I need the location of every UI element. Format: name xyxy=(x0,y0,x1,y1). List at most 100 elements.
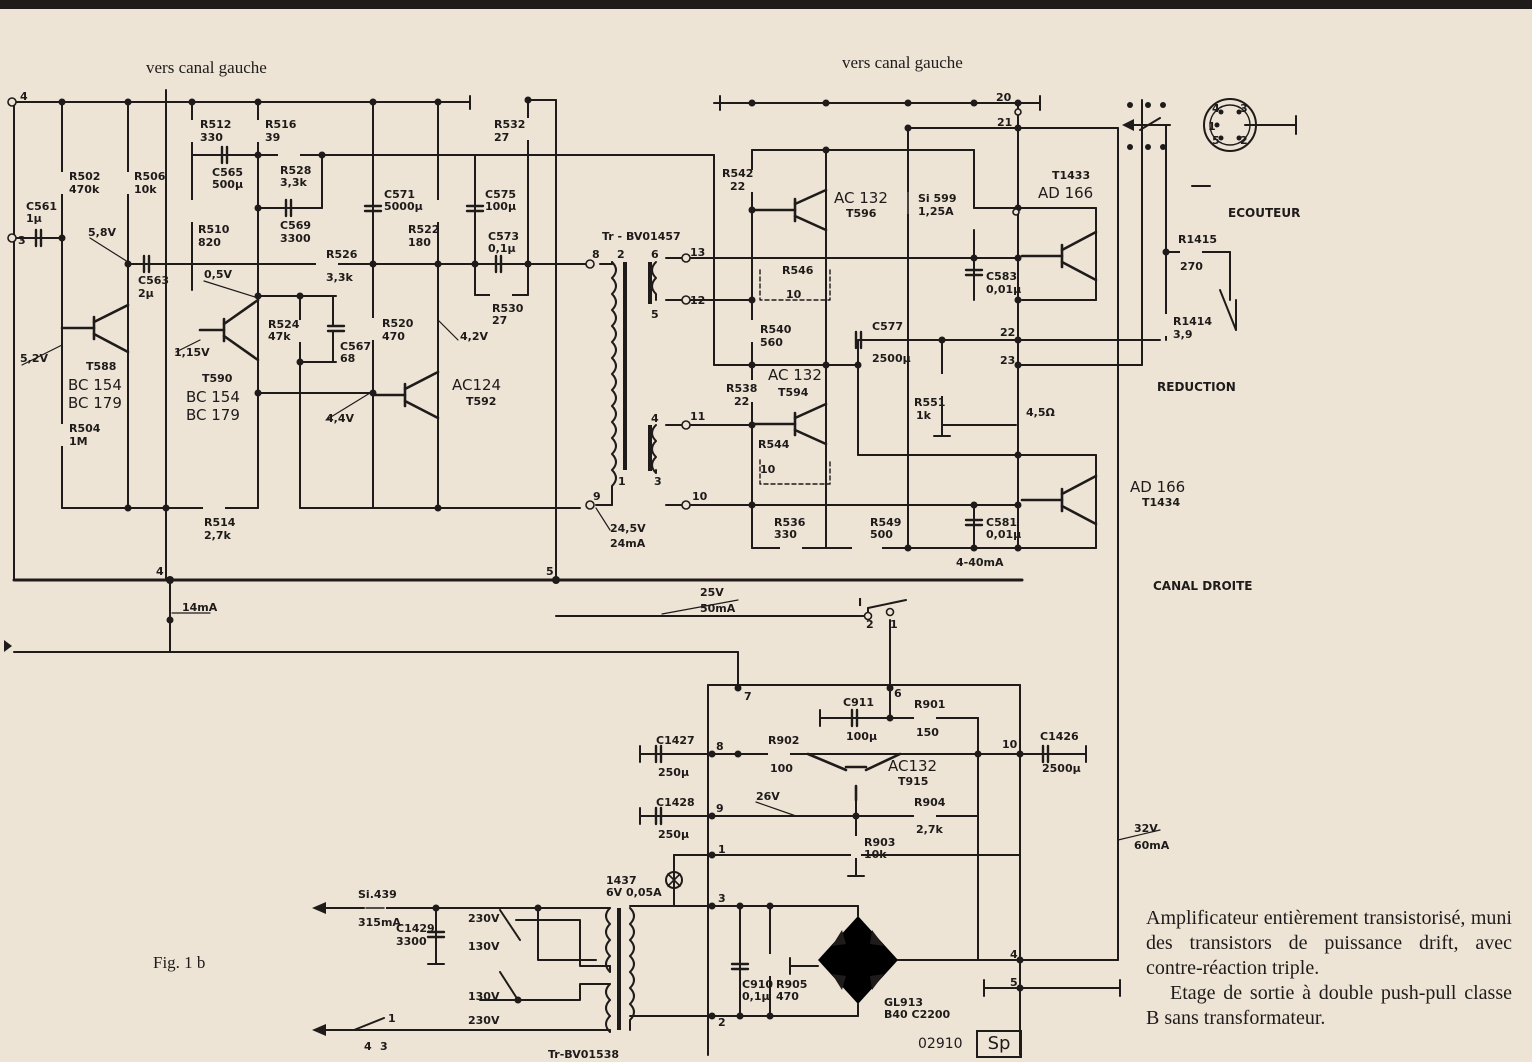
svg-text:BC 154: BC 154 xyxy=(68,376,122,394)
svg-text:1: 1 xyxy=(1208,120,1216,133)
svg-text:BC 154: BC 154 xyxy=(186,388,240,406)
svg-text:C1426: C1426 xyxy=(1040,730,1079,743)
svg-text:60mA: 60mA xyxy=(1134,839,1170,852)
svg-text:4: 4 xyxy=(1212,102,1220,115)
svg-text:4,4V: 4,4V xyxy=(326,412,354,425)
svg-text:10k: 10k xyxy=(864,848,887,861)
svg-text:39: 39 xyxy=(265,131,280,144)
heading-right-channel: vers canal gauche xyxy=(842,53,963,72)
svg-text:330: 330 xyxy=(774,528,797,541)
svg-text:1k: 1k xyxy=(916,409,932,422)
svg-text:5000μ: 5000μ xyxy=(384,200,423,213)
heading-left-channel: vers canal gauche xyxy=(146,58,267,77)
svg-text:9: 9 xyxy=(716,802,724,815)
svg-text:4: 4 xyxy=(156,565,164,578)
svg-text:47k: 47k xyxy=(268,330,291,343)
svg-text:C561: C561 xyxy=(26,200,57,213)
stamp-box: Sp xyxy=(976,1030,1022,1058)
svg-text:50mA: 50mA xyxy=(700,602,736,615)
svg-text:10k: 10k xyxy=(134,183,157,196)
svg-text:5: 5 xyxy=(546,565,554,578)
svg-text:5,2V: 5,2V xyxy=(20,352,48,365)
svg-text:Tr-BV01538: Tr-BV01538 xyxy=(548,1048,619,1061)
svg-text:3300: 3300 xyxy=(280,232,311,245)
svg-text:B40 C2200: B40 C2200 xyxy=(884,1008,951,1021)
svg-text:3: 3 xyxy=(1240,102,1248,115)
svg-text:32V: 32V xyxy=(1134,822,1158,835)
svg-text:10: 10 xyxy=(1002,738,1018,751)
svg-text:T588: T588 xyxy=(86,360,116,373)
svg-text:AD 166: AD 166 xyxy=(1130,478,1185,496)
svg-text:AD 166: AD 166 xyxy=(1038,184,1093,202)
svg-text:2μ: 2μ xyxy=(138,287,154,300)
svg-text:BC 179: BC 179 xyxy=(186,406,240,424)
svg-text:GL913: GL913 xyxy=(884,996,923,1009)
svg-text:T915: T915 xyxy=(898,775,928,788)
top-edge-bar xyxy=(0,0,1532,9)
svg-text:1437: 1437 xyxy=(606,874,637,887)
svg-text:25V: 25V xyxy=(700,586,724,599)
svg-text:C575: C575 xyxy=(485,188,516,201)
svg-text:100μ: 100μ xyxy=(846,730,877,743)
svg-text:6: 6 xyxy=(651,248,659,261)
svg-text:R905: R905 xyxy=(776,978,807,991)
reduction-label: REDUCTION xyxy=(1157,380,1236,394)
svg-text:2: 2 xyxy=(866,618,874,631)
caption-paragraph-2: Etage de sortie à double push-pull class… xyxy=(1146,982,1512,1029)
svg-text:R549: R549 xyxy=(870,516,901,529)
svg-text:R902: R902 xyxy=(768,734,799,747)
svg-text:T590: T590 xyxy=(202,372,233,385)
svg-text:AC124: AC124 xyxy=(452,376,501,394)
svg-text:C581: C581 xyxy=(986,516,1017,529)
svg-text:2: 2 xyxy=(718,1016,726,1029)
svg-text:5: 5 xyxy=(651,308,659,321)
svg-text:AC 132: AC 132 xyxy=(834,189,888,207)
svg-text:R903: R903 xyxy=(864,836,895,849)
svg-text:500μ: 500μ xyxy=(212,178,243,191)
svg-text:1μ: 1μ xyxy=(26,212,42,225)
svg-text:T592: T592 xyxy=(466,395,496,408)
figure-caption: Amplificateur entièrement transistorisé,… xyxy=(1146,906,1512,1031)
svg-text:R506: R506 xyxy=(134,170,166,183)
svg-text:68: 68 xyxy=(340,352,355,365)
svg-text:4: 4 xyxy=(1010,948,1018,961)
svg-text:R530: R530 xyxy=(492,302,524,315)
svg-text:5: 5 xyxy=(1212,134,1220,147)
svg-text:R551: R551 xyxy=(914,396,945,409)
svg-text:8: 8 xyxy=(716,740,724,753)
svg-text:R532: R532 xyxy=(494,118,525,131)
svg-text:0,1μ: 0,1μ xyxy=(742,990,770,1003)
svg-text:180: 180 xyxy=(408,236,431,249)
svg-text:C1427: C1427 xyxy=(656,734,695,747)
svg-text:C571: C571 xyxy=(384,188,415,201)
svg-text:470: 470 xyxy=(382,330,405,343)
earphone-label: ECOUTEUR xyxy=(1228,206,1301,220)
svg-text:3: 3 xyxy=(654,475,662,488)
svg-text:C577: C577 xyxy=(872,320,903,333)
svg-text:315mA: 315mA xyxy=(358,916,401,929)
svg-text:24mA: 24mA xyxy=(610,537,646,550)
svg-text:R540: R540 xyxy=(760,323,792,336)
svg-text:0,5V: 0,5V xyxy=(204,268,232,281)
svg-text:I: I xyxy=(858,596,862,609)
svg-text:2500μ: 2500μ xyxy=(872,352,911,365)
caption-paragraph-1: Amplificateur entièrement transistorisé,… xyxy=(1146,907,1512,979)
svg-text:5: 5 xyxy=(1010,976,1018,989)
svg-text:12: 12 xyxy=(690,294,705,307)
svg-text:Si 599: Si 599 xyxy=(918,192,956,205)
svg-text:2,7k: 2,7k xyxy=(204,529,231,542)
svg-text:13: 13 xyxy=(690,246,705,259)
svg-text:R542: R542 xyxy=(722,167,753,180)
svg-text:R901: R901 xyxy=(914,698,945,711)
svg-text:C573: C573 xyxy=(488,230,519,243)
svg-text:27: 27 xyxy=(494,131,509,144)
svg-text:1: 1 xyxy=(718,843,726,856)
svg-text:0,01μ: 0,01μ xyxy=(986,528,1021,541)
svg-text:230V: 230V xyxy=(468,1014,500,1027)
svg-text:T596: T596 xyxy=(846,207,877,220)
svg-text:1: 1 xyxy=(890,618,898,631)
svg-text:4,5Ω: 4,5Ω xyxy=(1026,406,1055,419)
svg-text:R516: R516 xyxy=(265,118,297,131)
svg-text:820: 820 xyxy=(198,236,221,249)
